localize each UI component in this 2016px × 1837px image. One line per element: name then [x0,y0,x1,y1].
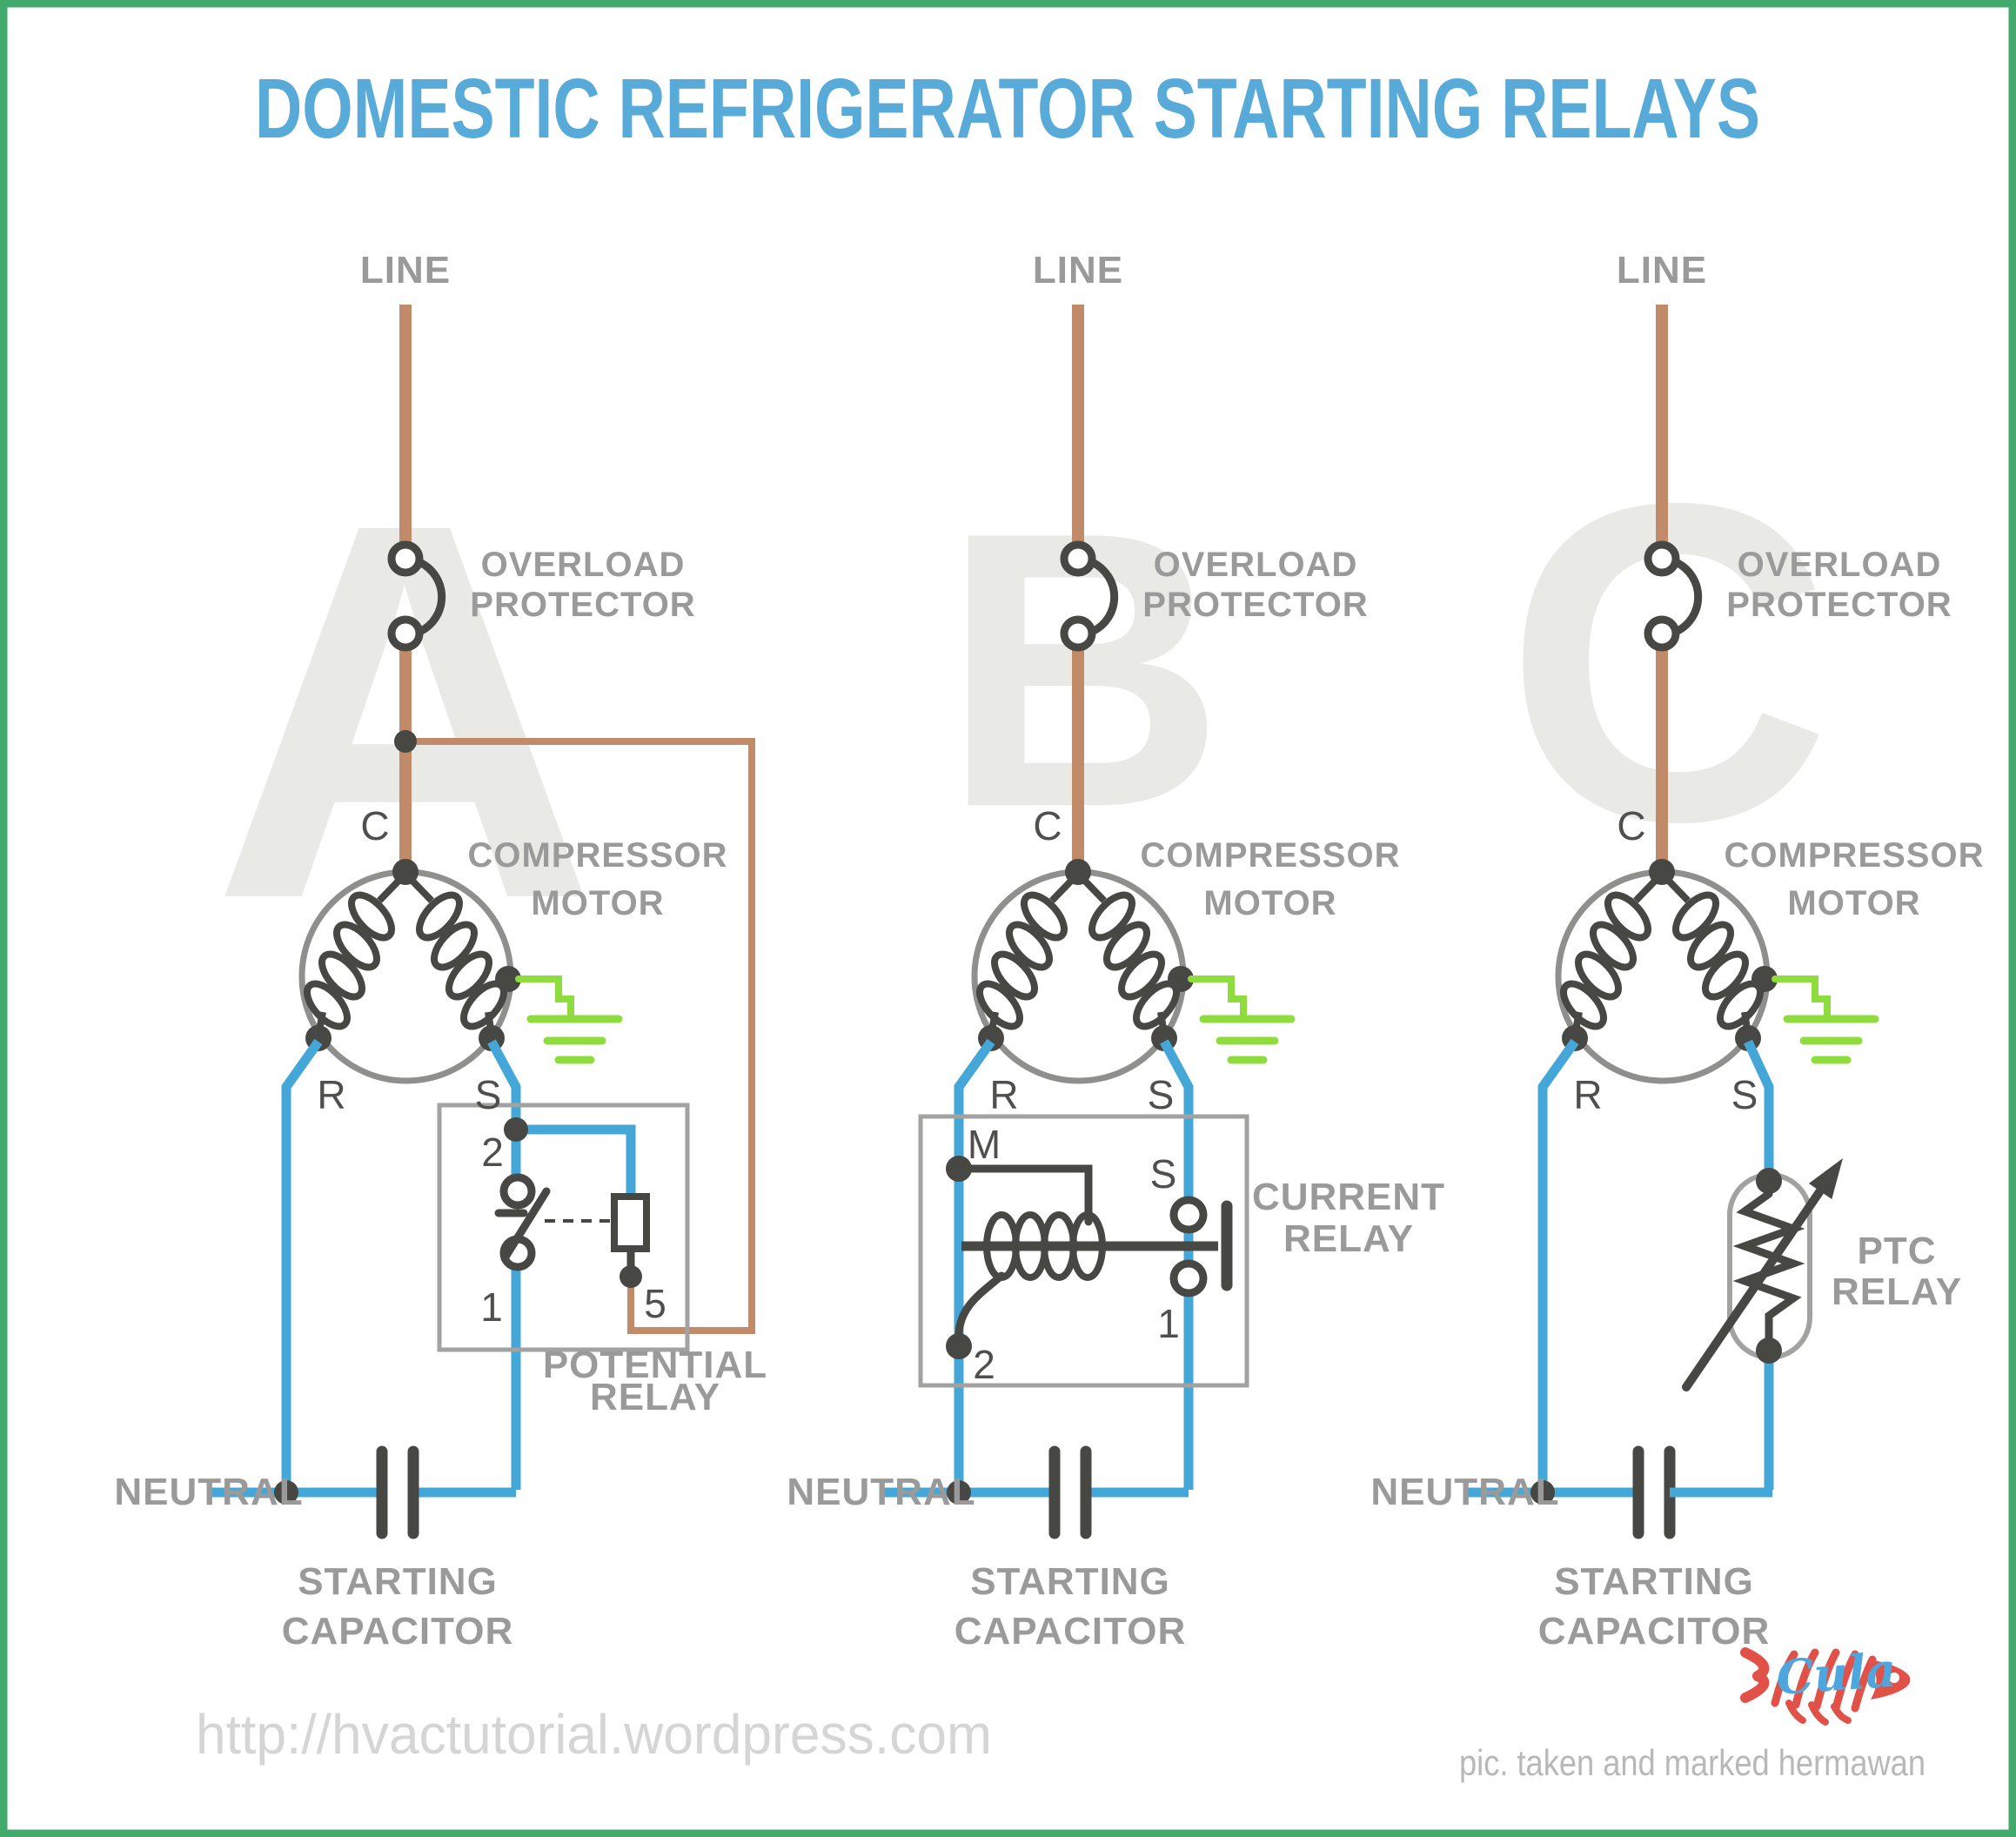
page-title: DOMESTIC REFRIGERATOR STARTING RELAYS [255,61,1760,156]
relay-label-2-b: RELAY [1283,1217,1414,1260]
current-relay-box [918,1114,1249,1388]
relay-coil-lead-b [954,1164,1093,1226]
terminal-r-label-b: R [989,1072,1018,1117]
terminal-r-label-c: R [1573,1072,1602,1117]
brand-logo-fish-icon: Cula [1740,1642,1911,1726]
relay-terminal-2-label-a: 2 [481,1130,504,1175]
relay-coil-wire-a [516,1124,636,1197]
capacitor-label-2-a: CAPACITOR [282,1610,514,1653]
motor-label-2-a: MOTOR [531,884,664,922]
circuit-c: LINE OVERLOAD PROTECTOR C COMPRESSOR MOT… [1370,249,1985,1653]
terminal-r-label-a: R [317,1072,345,1117]
relay-coil-symbol-a [611,1193,650,1252]
relay-terminal-5-label-a: 5 [644,1281,666,1326]
overload-label-2-a: PROTECTOR [470,586,695,624]
overload-label-2-b: PROTECTOR [1142,586,1368,624]
terminal-s-label-a: S [475,1072,502,1117]
relay-contact-upper-a [499,1173,536,1210]
footer-url: http://hvactutorial.wordpress.com [196,1703,992,1766]
relay-terminal-1-label-a: 1 [480,1284,503,1330]
relay-label-1-c: PTC [1858,1230,1937,1272]
terminal-c-label-b: C [1033,803,1062,848]
relay-coil-return-b [954,1271,1006,1338]
relay-terminal-1-label-b: 1 [1157,1301,1180,1346]
overload-label-1-b: OVERLOAD [1154,546,1358,584]
line-junction-dot-a [394,730,417,753]
motor-label-2-b: MOTOR [1203,884,1336,922]
credit-text: pic. taken and marked hermawan [1459,1742,1926,1783]
terminal-c-label-a: C [360,803,389,848]
fish-eye [1889,1673,1899,1683]
line-label-a: LINE [360,249,451,292]
potential-relay-box [437,1103,690,1352]
potential-relay [437,1103,690,1352]
line-branch-wire-a [405,738,755,1334]
capacitor-label-1-b: STARTING [970,1560,1170,1603]
relay-label-2-a: RELAY [590,1376,720,1418]
variable-resistor-arrowhead [1808,1158,1843,1200]
motor-label-1-c: COMPRESSOR [1725,836,1985,875]
line-label-b: LINE [1033,249,1123,292]
terminal-s-label-c: S [1731,1072,1758,1117]
start-wire-a [487,1039,521,1490]
start-wire-b [1160,1039,1194,1490]
motor-label-1-b: COMPRESSOR [1141,836,1401,875]
relay-terminal-m-label-b: M [968,1122,1001,1167]
overload-label-2-c: PROTECTOR [1726,586,1952,624]
ptc-resistor-zigzag [1732,1190,1805,1342]
capacitor-label-1-a: STARTING [298,1560,498,1603]
capacitor-label-1-c: STARTING [1554,1560,1754,1603]
overload-label-1-c: OVERLOAD [1738,546,1942,584]
neutral-label-c: NEUTRAL [1370,1471,1559,1513]
relay-terminal-s-label-b: S [1150,1151,1177,1197]
brand-logo-text: Cula [1774,1642,1898,1706]
terminal-s-label-b: S [1148,1072,1175,1117]
capacitor-label-2-c: CAPACITOR [1538,1610,1771,1653]
neutral-label-b: NEUTRAL [787,1471,975,1513]
neutral-label-a: NEUTRAL [114,1471,303,1513]
capacitor-label-2-b: CAPACITOR [954,1610,1187,1653]
circuit-b: LINE OVERLOAD PROTECTOR C COMPRESSOR MOT… [787,249,1445,1653]
relay-switch-blade-a [494,1187,551,1263]
relay-terminal-2-label-b: 2 [973,1342,995,1387]
variable-resistor-arrow [1682,1183,1827,1391]
terminal-c-label-c: C [1617,803,1645,848]
overload-label-1-a: OVERLOAD [481,546,686,584]
relay-label-2-c: RELAY [1832,1270,1962,1313]
ptc-relay [1682,1158,1843,1391]
motor-label-2-c: MOTOR [1787,884,1920,922]
motor-label-1-a: COMPRESSOR [468,836,728,875]
circuit-a: LINE OVERLOAD PROTECTOR C COMPRESSOR MOT… [114,249,767,1653]
relay-contact-1-b [1169,1259,1208,1297]
relay-contact-s-b [1169,1196,1208,1234]
relay-label-1-b: CURRENT [1252,1176,1445,1218]
line-label-c: LINE [1617,249,1707,292]
relay-label-1-a: POTENTIAL [543,1344,767,1386]
current-relay [918,1114,1249,1388]
